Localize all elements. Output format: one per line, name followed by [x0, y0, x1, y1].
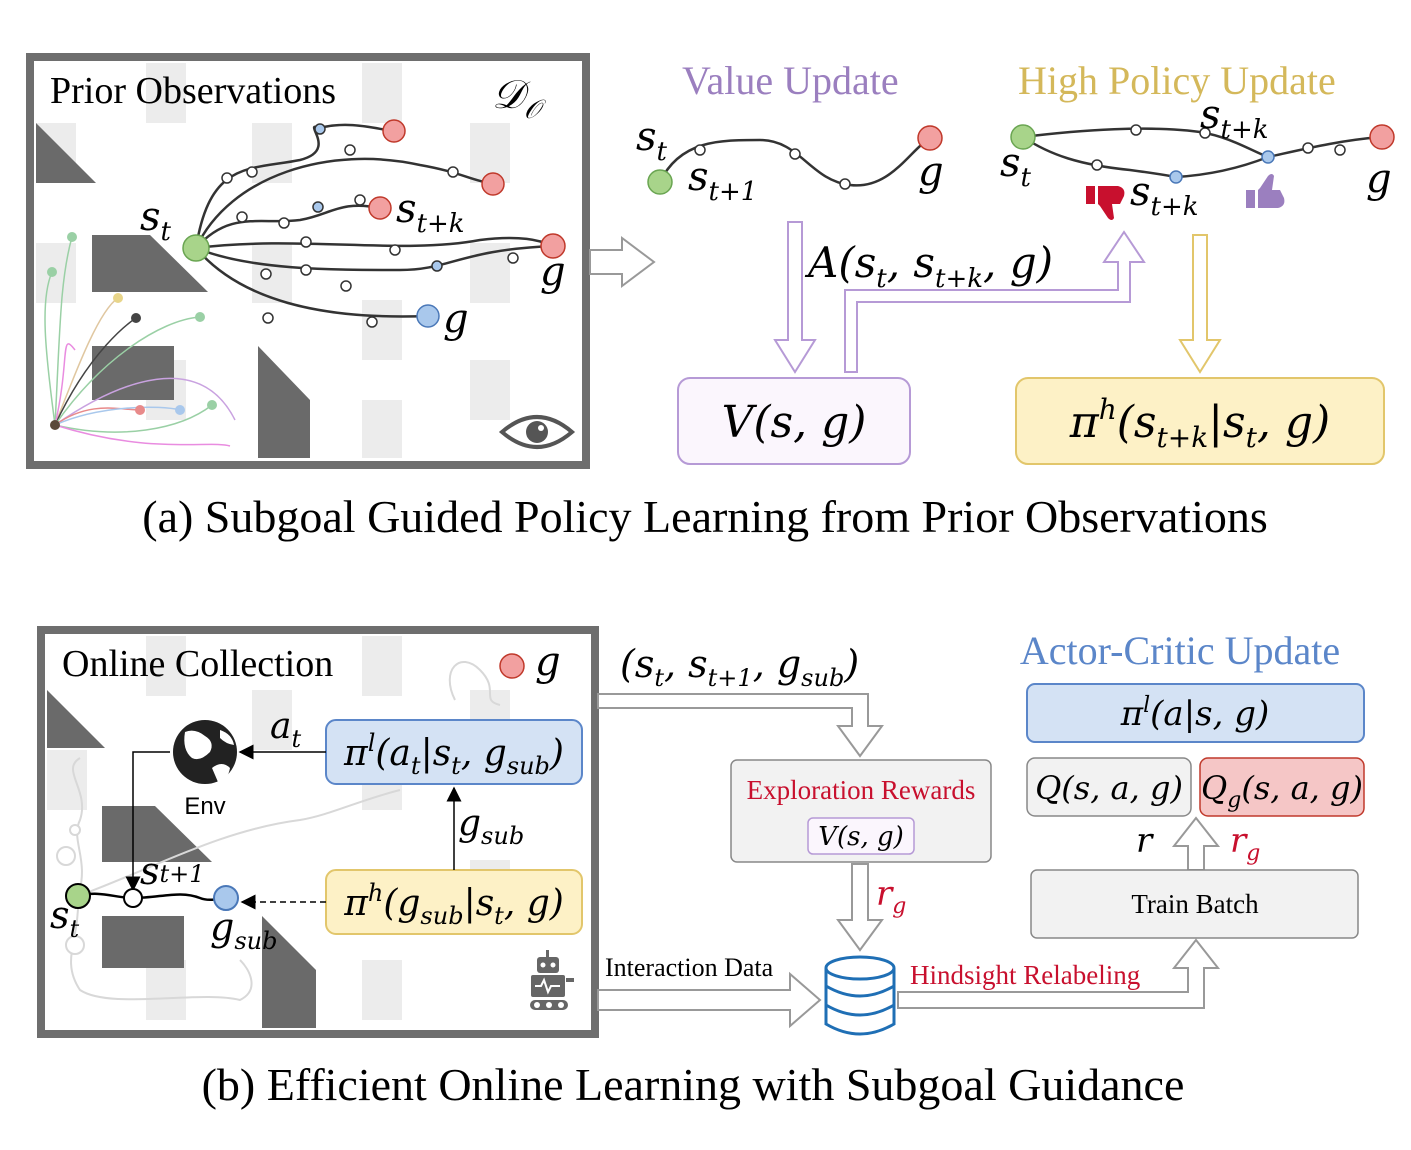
r-label: r — [1136, 821, 1154, 861]
panel-a: Prior Observations 𝒟𝒪 — [26, 53, 1395, 542]
online-collection-map: Online Collection g Env πl(at|st, gsub) … — [37, 626, 599, 1038]
policy-down-arrow — [1178, 234, 1222, 374]
caption-a: (a) Subgoal Guided Policy Learning from … — [142, 491, 1268, 542]
st1-node — [123, 888, 143, 908]
thumbs-down-icon — [1086, 186, 1125, 220]
globe-icon — [173, 720, 237, 784]
value-update-title: Value Update — [682, 58, 899, 103]
high-policy-update-title: High Policy Update — [1018, 58, 1336, 103]
st-label: st — [140, 194, 172, 247]
goal-node — [499, 653, 525, 679]
gsub-node — [213, 885, 239, 911]
rg2-label: rg — [1230, 821, 1260, 866]
map-to-update-arrow — [589, 236, 656, 288]
high-stk-top-label: st+k — [1200, 92, 1269, 145]
robot-icon — [530, 950, 574, 1010]
eye-icon — [498, 415, 576, 449]
high-stk-bottom-label: st+k — [1130, 169, 1199, 222]
interaction-data-label: Interaction Data — [605, 953, 774, 982]
actor-box — [1026, 683, 1365, 743]
trajectory-fan — [44, 236, 236, 447]
map-title-b: Online Collection — [62, 643, 333, 685]
actor-critic-title: Actor-Critic Update — [1020, 628, 1340, 673]
train-batch-up-arrow — [1171, 816, 1221, 871]
stk-label: st+k — [396, 186, 465, 239]
high-policy-box — [1015, 377, 1385, 465]
exploration-value-box — [807, 817, 915, 855]
prior-observations-map: Prior Observations 𝒟𝒪 — [26, 53, 590, 469]
critic-qg-text: Qg(s, a, g) — [1201, 769, 1363, 813]
high-goal-label: g — [1366, 156, 1392, 202]
exploration-rewards-title: Exploration Rewards — [747, 775, 976, 805]
value-function-box — [677, 377, 911, 465]
critic-qg-box — [1199, 757, 1365, 817]
exploration-rewards-box — [730, 759, 992, 863]
rg-label: rg — [876, 874, 906, 919]
gsub-arrow-label: gsub — [458, 803, 524, 850]
st-label-b: st — [50, 893, 80, 943]
interaction-data-arrow — [597, 971, 822, 1029]
value-goal-label: g — [918, 149, 944, 195]
st-node — [65, 883, 91, 909]
train-batch-text: Train Batch — [1131, 889, 1259, 919]
critic-q-box — [1026, 757, 1192, 817]
hindsight-arrow — [897, 938, 1221, 1009]
hindsight-label: Hindsight Relabeling — [910, 960, 1140, 990]
advantage-up-arrow — [844, 230, 1146, 373]
advantage-label: A(st, st+k, g) — [804, 238, 1053, 294]
value-function-text: V(s, g) — [722, 397, 867, 448]
trajectories — [194, 123, 554, 318]
goal-label-1: g — [540, 249, 566, 295]
train-batch-box — [1030, 869, 1359, 939]
rg-down-arrow — [836, 863, 884, 952]
background-nodes — [56, 824, 85, 955]
panel-b: Online Collection g Env πl(at|st, gsub) … — [37, 626, 1365, 1110]
gsub-label-b: gsub — [210, 905, 277, 955]
value-update-trajectory — [647, 125, 943, 195]
trajectory-nodes — [182, 119, 566, 328]
critic-q-text: Q(s, a, g) — [1035, 769, 1183, 807]
tuple-arrow — [597, 693, 884, 758]
high-policy-trajectory — [1010, 124, 1395, 184]
env-label: Env — [184, 793, 225, 820]
value-st1-label: st+1 — [688, 154, 757, 207]
goal-label-b: g — [535, 639, 561, 685]
database-icon — [824, 955, 896, 1036]
thumbs-up-icon — [1246, 174, 1285, 208]
st1-label-b: st+1 — [140, 849, 205, 893]
goal-label-2: g — [443, 296, 469, 342]
value-st-label: st — [636, 114, 668, 167]
caption-b: (b) Efficient Online Learning with Subgo… — [202, 1059, 1185, 1110]
actor-text: πl(a|s, g) — [1120, 693, 1270, 734]
exploration-value-text: V(s, g) — [818, 822, 904, 852]
map-title: Prior Observations — [50, 70, 336, 112]
value-down-arrow — [773, 221, 817, 374]
tuple-label: (st, st+1, gsub) — [620, 642, 859, 692]
trajectory-fan-nodes — [47, 232, 217, 430]
high-st-label: st — [1000, 140, 1032, 193]
at-label: at — [270, 706, 301, 753]
